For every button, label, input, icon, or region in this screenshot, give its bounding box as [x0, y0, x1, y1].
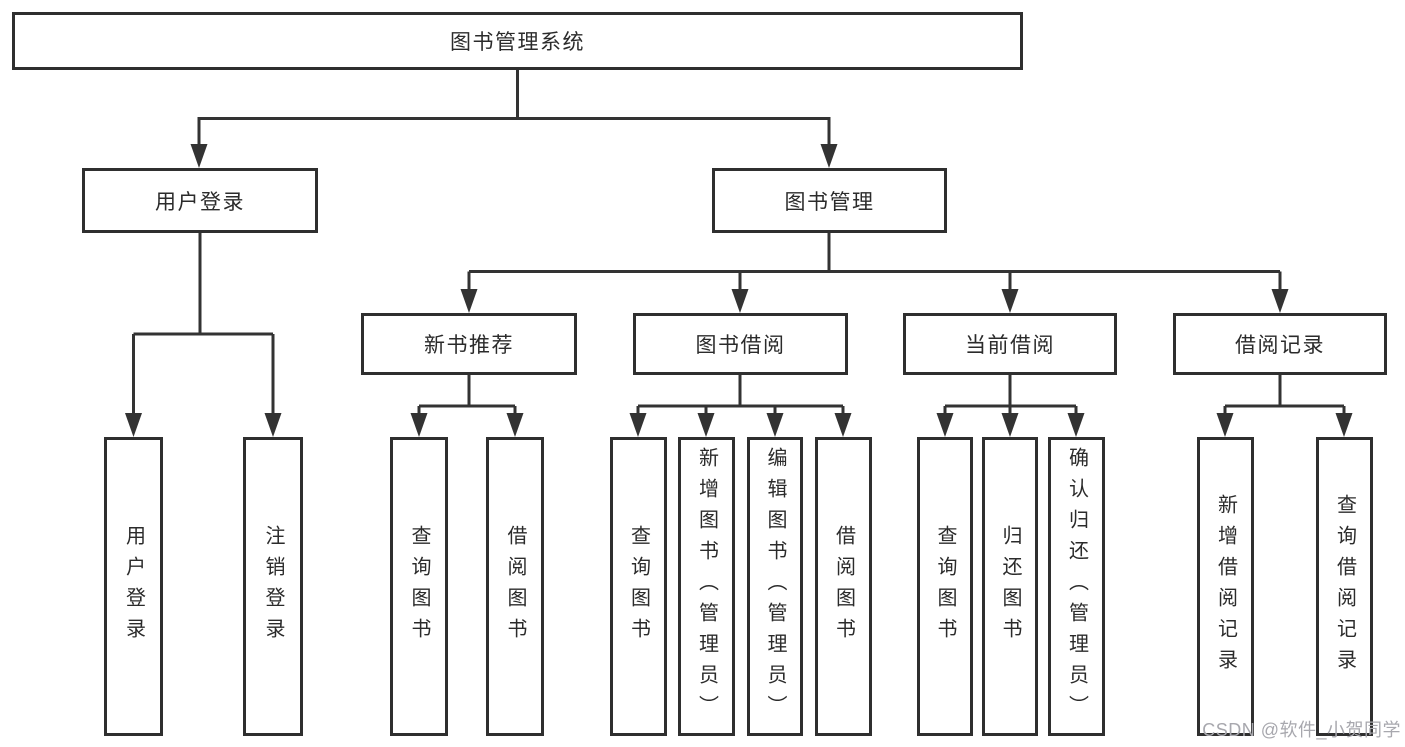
- leaf-edit-book-admin-label: 编辑图书（管理员）: [764, 447, 786, 726]
- leaf-query-books-borrow: 查询图书: [610, 437, 667, 736]
- leaf-query-borrow-record: 查询借阅记录: [1316, 437, 1373, 736]
- node-book-borrow: 图书借阅: [633, 313, 848, 375]
- connector-book-mgmt-children: [460, 233, 1289, 313]
- node-new-book-recommend-label: 新书推荐: [424, 334, 514, 357]
- watermark: CSDN @软件_小贺同学: [1202, 720, 1401, 740]
- node-book-mgmt: 图书管理: [712, 168, 947, 233]
- leaf-add-borrow-record-label: 新增借阅记录: [1214, 493, 1237, 680]
- leaf-query-books-current: 查询图书: [917, 437, 973, 736]
- leaf-user-login: 用户登录: [104, 437, 163, 736]
- node-current-borrow: 当前借阅: [903, 313, 1117, 375]
- node-root-label: 图书管理系统: [450, 31, 585, 54]
- leaf-add-borrow-record: 新增借阅记录: [1197, 437, 1254, 736]
- connector-root-to-level2: [190, 70, 838, 168]
- leaf-add-book-admin: 新增图书（管理员）: [678, 437, 735, 736]
- leaf-return-books: 归还图书: [982, 437, 1038, 736]
- leaf-add-book-admin-label: 新增图书（管理员）: [695, 447, 718, 726]
- connector-new-book-recommend-children: [410, 375, 524, 437]
- connector-book-borrow-children: [629, 375, 852, 437]
- leaf-query-books-current-label: 查询图书: [934, 524, 956, 649]
- leaf-edit-book-admin: 编辑图书（管理员）: [747, 437, 803, 736]
- leaf-query-books-recommend-label: 查询图书: [408, 524, 430, 649]
- leaf-borrow-books-borrow-label: 借阅图书: [832, 524, 855, 649]
- leaf-borrow-books-recommend-label: 借阅图书: [504, 524, 526, 649]
- leaf-confirm-return-admin-label: 确认归还（管理员）: [1065, 447, 1088, 726]
- leaf-query-books-borrow-label: 查询图书: [627, 524, 650, 649]
- leaf-return-books-label: 归还图书: [999, 524, 1021, 649]
- node-user-login-label: 用户登录: [155, 190, 245, 214]
- leaf-logout: 注销登录: [243, 437, 303, 736]
- leaf-logout-label: 注销登录: [262, 524, 284, 649]
- leaf-borrow-books-recommend: 借阅图书: [486, 437, 544, 736]
- node-new-book-recommend: 新书推荐: [361, 313, 577, 375]
- node-borrow-records-label: 借阅记录: [1235, 334, 1325, 357]
- leaf-query-borrow-record-label: 查询借阅记录: [1333, 493, 1356, 680]
- connector-user-login-children: [125, 233, 282, 437]
- connector-borrow-records-children: [1216, 375, 1353, 437]
- connector-current-borrow-children: [936, 375, 1085, 437]
- node-book-mgmt-label: 图书管理: [784, 190, 875, 214]
- node-current-borrow-label: 当前借阅: [965, 334, 1055, 357]
- node-borrow-records: 借阅记录: [1173, 313, 1387, 375]
- leaf-user-login-label: 用户登录: [122, 524, 145, 649]
- leaf-confirm-return-admin: 确认归还（管理员）: [1048, 437, 1105, 736]
- leaf-borrow-books-borrow: 借阅图书: [815, 437, 872, 736]
- leaf-query-books-recommend: 查询图书: [390, 437, 448, 736]
- node-user-login: 用户登录: [82, 168, 318, 233]
- node-root: 图书管理系统: [12, 12, 1023, 70]
- node-book-borrow-label: 图书借阅: [695, 334, 786, 357]
